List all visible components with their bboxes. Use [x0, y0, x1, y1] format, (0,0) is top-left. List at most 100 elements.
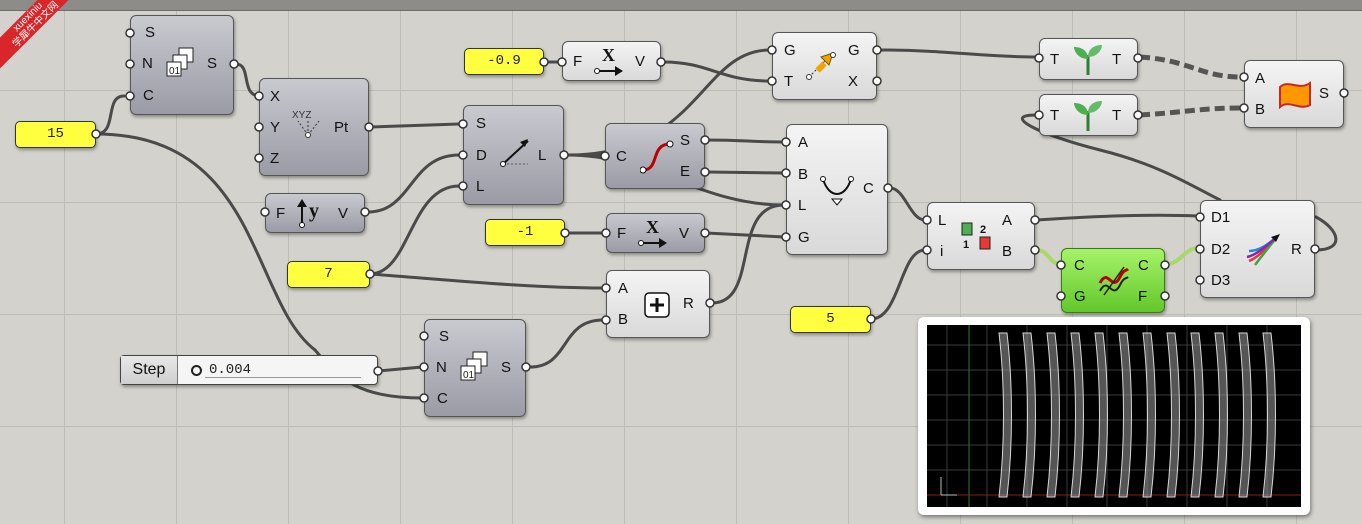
input-l[interactable]: L [798, 197, 807, 214]
unit-y-icon: y [297, 199, 319, 228]
input-t[interactable]: T [1050, 107, 1060, 124]
input-g[interactable]: G [798, 229, 810, 246]
output-e[interactable]: E [680, 163, 691, 180]
input-s[interactable]: S [145, 24, 156, 41]
output-f[interactable]: F [1138, 288, 1148, 305]
input-t[interactable]: T [1050, 51, 1060, 68]
viewport-canvas[interactable] [927, 325, 1301, 507]
input-d1[interactable]: D1 [1211, 209, 1231, 226]
output-b[interactable]: B [1002, 243, 1013, 260]
input-s[interactable]: S [439, 328, 450, 345]
number-panel-15[interactable]: 15 [15, 121, 96, 148]
arc-component[interactable]: A B L G C [786, 124, 888, 255]
output-x[interactable]: X [848, 73, 859, 90]
endpoints-component[interactable]: C S E [605, 123, 705, 189]
series-icon: 01 [166, 47, 194, 77]
output-t[interactable]: T [1112, 51, 1122, 68]
output-s[interactable]: S [680, 132, 691, 149]
input-l[interactable]: L [476, 178, 485, 195]
input-d2[interactable]: D2 [1211, 241, 1231, 258]
addition-component[interactable]: A B R [606, 270, 710, 338]
move-component[interactable]: G T G X [772, 32, 877, 100]
input-b[interactable]: B [618, 311, 629, 328]
input-f[interactable]: F [276, 205, 286, 222]
output-s[interactable]: S [207, 55, 218, 72]
number-panel-7[interactable]: 7 [287, 261, 370, 288]
move-icon [806, 52, 836, 80]
input-i[interactable]: i [940, 243, 944, 260]
input-d[interactable]: D [476, 147, 487, 164]
series-component-2[interactable]: S N C S 01 [424, 319, 526, 417]
output-v[interactable]: V [338, 205, 349, 222]
input-f[interactable]: F [617, 225, 627, 242]
wire [888, 186, 927, 222]
input-a[interactable]: A [798, 134, 809, 151]
divide-curve-component[interactable]: C G C F [1061, 248, 1165, 313]
slider-track[interactable] [205, 377, 361, 378]
output-c[interactable]: C [1138, 257, 1149, 274]
input-l[interactable]: L [938, 212, 947, 229]
sprout-icon [1074, 101, 1102, 131]
output-v[interactable]: V [679, 225, 690, 242]
output-r[interactable]: R [1291, 241, 1302, 258]
unit-x-icon: X [638, 217, 667, 248]
wire [368, 272, 605, 290]
output-s[interactable]: S [501, 359, 512, 376]
viewport-preview[interactable] [918, 317, 1310, 515]
input-t[interactable]: T [784, 73, 794, 90]
line-sdl-component[interactable]: S D L L [463, 105, 564, 205]
wire-selected [1166, 246, 1199, 266]
series-component-1[interactable]: S N C S 01 [130, 15, 234, 115]
input-f[interactable]: F [573, 53, 583, 70]
output-c[interactable]: C [863, 180, 874, 197]
graft-tree-component-2[interactable]: T T [1039, 94, 1138, 136]
divide-icon [1098, 266, 1130, 296]
wire [376, 365, 424, 373]
graft-tree-component-1[interactable]: T T [1039, 38, 1138, 80]
number-panel-neg-0-9[interactable]: -0.9 [464, 48, 544, 75]
surface-icon [1279, 81, 1311, 110]
input-x[interactable]: X [270, 88, 281, 105]
output-s[interactable]: S [1319, 85, 1330, 102]
svg-text:01: 01 [463, 370, 475, 381]
input-b[interactable]: B [1255, 101, 1266, 118]
svg-text:1: 1 [963, 239, 969, 251]
input-c[interactable]: C [143, 87, 154, 104]
construct-point-component[interactable]: X Y Z Pt XYZ [259, 78, 369, 176]
input-z[interactable]: Z [270, 150, 280, 167]
input-c[interactable]: C [437, 390, 448, 407]
svg-text:X: X [602, 45, 615, 65]
number-panel-5[interactable]: 5 [790, 306, 871, 333]
number-panel-neg-1[interactable]: -1 [485, 219, 565, 246]
input-g[interactable]: G [1074, 288, 1086, 305]
output-r[interactable]: R [683, 295, 694, 312]
unit-x-component-top[interactable]: F V X [562, 41, 661, 81]
input-n[interactable]: N [436, 359, 447, 376]
input-a[interactable]: A [1255, 70, 1266, 87]
input-g[interactable]: G [784, 42, 796, 59]
unit-x-component-mid[interactable]: F V X [606, 213, 705, 253]
canvas-toolbar-strip [0, 0, 1362, 11]
merge-component[interactable]: D1 D2 D3 R [1200, 200, 1315, 298]
input-n[interactable]: N [142, 55, 153, 72]
unit-y-component[interactable]: F V y [265, 193, 365, 233]
slider-knob-icon[interactable] [191, 365, 202, 376]
input-d3[interactable]: D3 [1211, 272, 1231, 289]
input-c[interactable]: C [616, 148, 627, 165]
ruled-surface-component[interactable]: A B S [1244, 60, 1344, 128]
input-c[interactable]: C [1074, 257, 1085, 274]
input-b[interactable]: B [798, 166, 809, 183]
input-a[interactable]: A [618, 280, 629, 297]
slider-value: 0.004 [209, 362, 252, 378]
output-a[interactable]: A [1002, 212, 1013, 229]
output-v[interactable]: V [635, 53, 646, 70]
output-pt[interactable]: Pt [334, 119, 349, 136]
output-t[interactable]: T [1112, 107, 1122, 124]
input-y[interactable]: Y [270, 119, 281, 136]
input-s[interactable]: S [476, 115, 487, 132]
output-g[interactable]: G [848, 42, 860, 59]
list-item-component[interactable]: L i A B 1 2 [927, 202, 1035, 270]
list-item-icon: 1 2 [961, 222, 991, 251]
output-l[interactable]: L [538, 147, 547, 164]
step-slider[interactable]: Step 0.004 [120, 355, 378, 385]
